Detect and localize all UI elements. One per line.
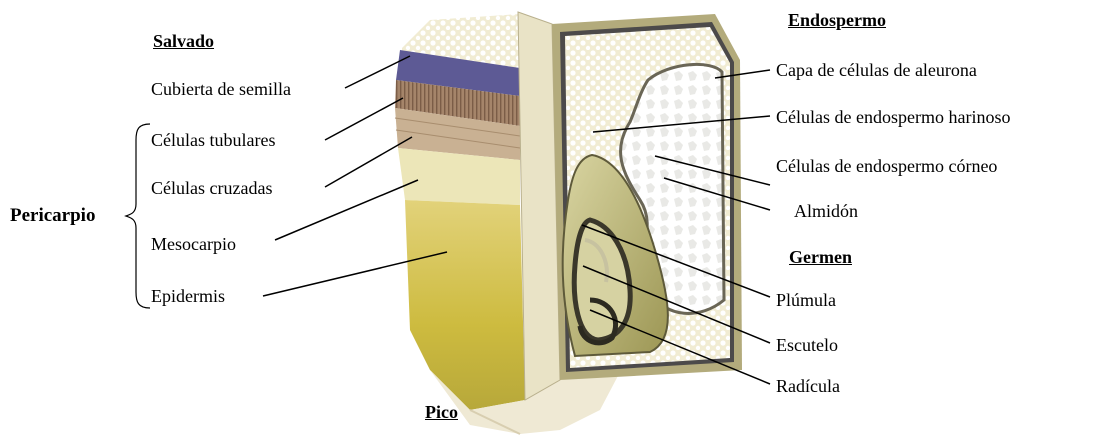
- header-endospermo: Endospermo: [788, 9, 886, 31]
- leader-tubulares: [325, 98, 403, 140]
- leader-mesocarpio: [275, 180, 418, 240]
- header-salvado: Salvado: [153, 30, 214, 52]
- label-capa-aleurona: Capa de células de aleurona: [776, 59, 977, 81]
- kernel-illustration: [395, 12, 742, 434]
- pericarpio-bracket: [126, 124, 150, 308]
- label-escutelo: Escutelo: [776, 334, 838, 356]
- label-celulas-cruzadas: Células cruzadas: [151, 177, 272, 199]
- label-epidermis: Epidermis: [151, 285, 225, 307]
- header-germen: Germen: [789, 246, 852, 268]
- label-almidon: Almidón: [794, 200, 858, 222]
- label-mesocarpio: Mesocarpio: [151, 233, 236, 255]
- epidermis-layer: [405, 200, 525, 410]
- leader-cruzadas: [325, 137, 412, 187]
- label-radicula: Radícula: [776, 375, 840, 397]
- header-pico: Pico: [425, 401, 458, 423]
- label-celulas-tubulares: Células tubulares: [151, 129, 275, 151]
- label-endospermo-corneo: Células de endospermo córneo: [776, 155, 997, 177]
- group-label-pericarpio: Pericarpio: [10, 205, 95, 227]
- label-endospermo-harinoso: Células de endospermo harinoso: [776, 106, 1010, 128]
- label-plumula: Plúmula: [776, 289, 836, 311]
- label-cubierta-de-semilla: Cubierta de semilla: [151, 78, 291, 100]
